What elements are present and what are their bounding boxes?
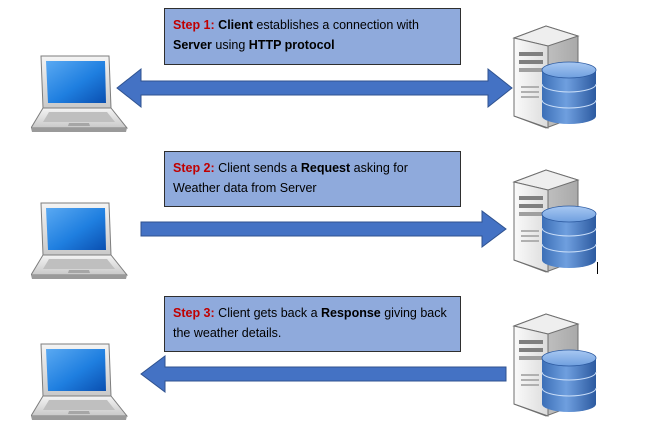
laptop-icon [31, 55, 128, 133]
step-3-text: giving back the weather details. [173, 306, 447, 340]
step-1-protocol: HTTP protocol [248, 38, 335, 52]
bidirectional-arrow [116, 67, 513, 109]
step-3-text: Client gets back a [214, 306, 321, 320]
step-2-request: Request [300, 161, 351, 175]
step-3-response: Response [321, 306, 381, 320]
step-3-label: Step 3: [173, 306, 215, 320]
server-database-icon [513, 25, 597, 129]
step-1-label: Step 1: [173, 18, 215, 32]
step-2-text: Client sends a [214, 161, 301, 175]
step-1-client: Client [218, 18, 253, 32]
step-2-text: asking for Weather data from Server [173, 161, 408, 195]
step-1-text: establishes a connection with [252, 18, 419, 32]
laptop-icon [31, 202, 128, 280]
step-2-label: Step 2: [173, 161, 215, 175]
step-1-text: using [211, 38, 249, 52]
step-1-box: Step 1: Client establishes a connection … [164, 8, 461, 65]
server-database-icon [513, 313, 597, 417]
cursor-mark [597, 262, 598, 274]
step-1-server: Server [173, 38, 212, 52]
request-arrow [140, 210, 507, 248]
step-2-box: Step 2: Client sends a Request asking fo… [164, 151, 461, 207]
response-arrow [140, 355, 507, 393]
laptop-icon [31, 343, 128, 421]
server-database-icon [513, 169, 597, 273]
step-3-box: Step 3: Client gets back a Response givi… [164, 296, 461, 352]
